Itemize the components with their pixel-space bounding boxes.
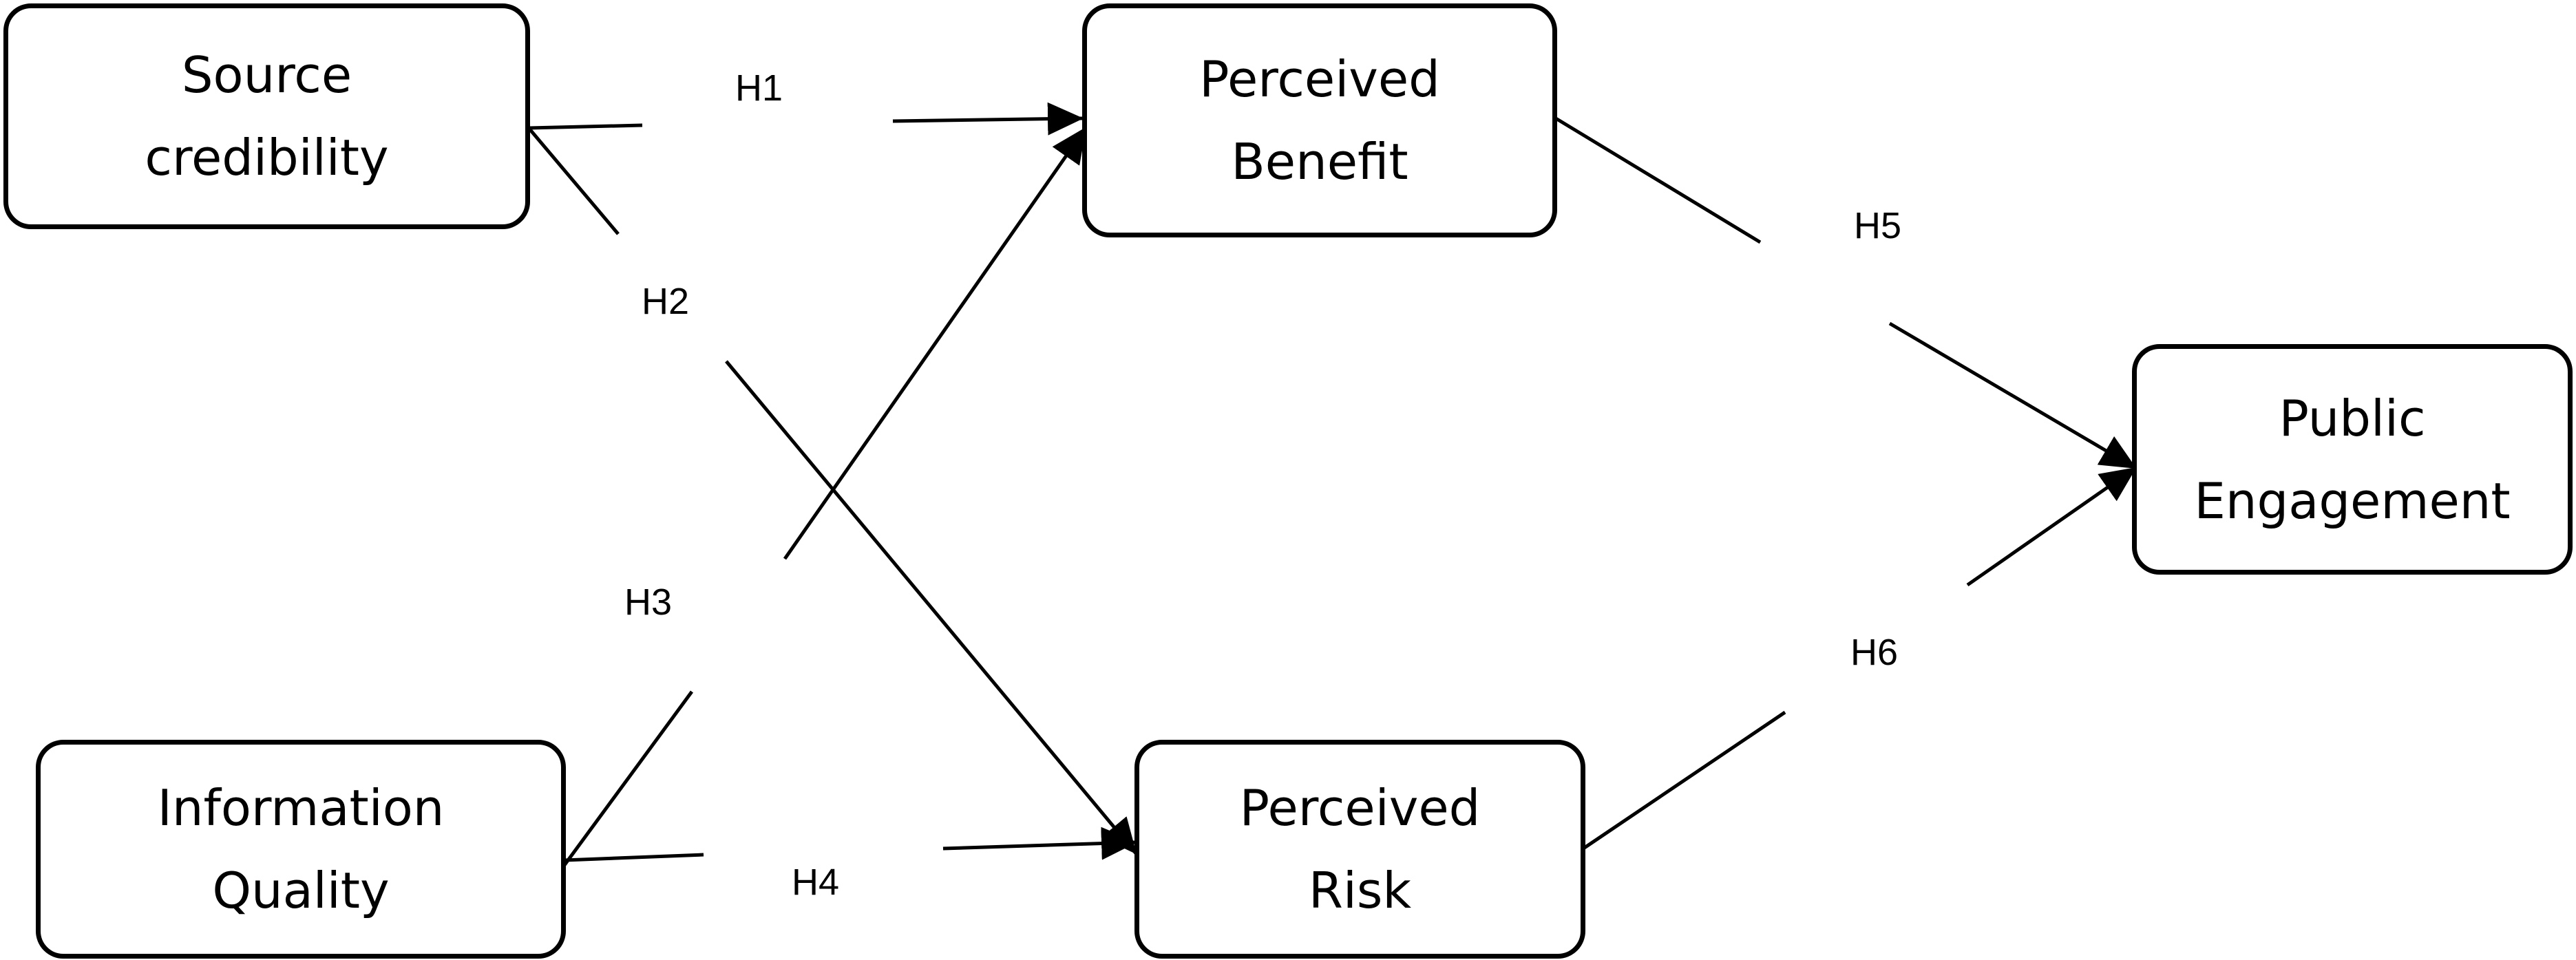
hypothesis-h1-label: H1 xyxy=(735,67,783,109)
perceived-benefit-box: Perceived Benefit xyxy=(1082,3,1557,237)
public-engagement-label: Public Engagement xyxy=(2194,389,2511,530)
perceived-risk-label: Perceived Risk xyxy=(1239,779,1481,919)
perceived-risk-box: Perceived Risk xyxy=(1134,740,1585,959)
information-quality-box: Information Quality xyxy=(36,740,566,959)
h3-path-start xyxy=(562,690,694,866)
h6-path-start xyxy=(1582,710,1786,851)
h1-arrow xyxy=(892,102,1084,136)
h4-arrow xyxy=(942,826,1137,860)
h3-arrow xyxy=(783,127,1088,560)
h2-arrow xyxy=(725,360,1137,855)
hypothesis-h2-label: H2 xyxy=(642,281,690,322)
h5-arrow xyxy=(1888,321,2137,470)
source-credibility-label: Source credibility xyxy=(145,46,389,186)
hypothesis-h5-label: H5 xyxy=(1854,205,1902,246)
h1-path-start xyxy=(528,123,643,130)
information-quality-label: Information Quality xyxy=(157,779,445,919)
h6-arrow xyxy=(1966,466,2137,587)
source-credibility-box: Source credibility xyxy=(3,3,530,229)
h2-path-start xyxy=(527,127,620,235)
hypothesis-h3-label: H3 xyxy=(624,582,673,623)
public-engagement-box: Public Engagement xyxy=(2132,344,2573,575)
h4-path-start xyxy=(564,853,704,862)
hypothesis-h4-label: H4 xyxy=(792,862,840,903)
hypothesis-h6-label: H6 xyxy=(1850,632,1899,673)
h5-path-start xyxy=(1554,116,1762,244)
perceived-benefit-label: Perceived Benefit xyxy=(1199,50,1440,191)
